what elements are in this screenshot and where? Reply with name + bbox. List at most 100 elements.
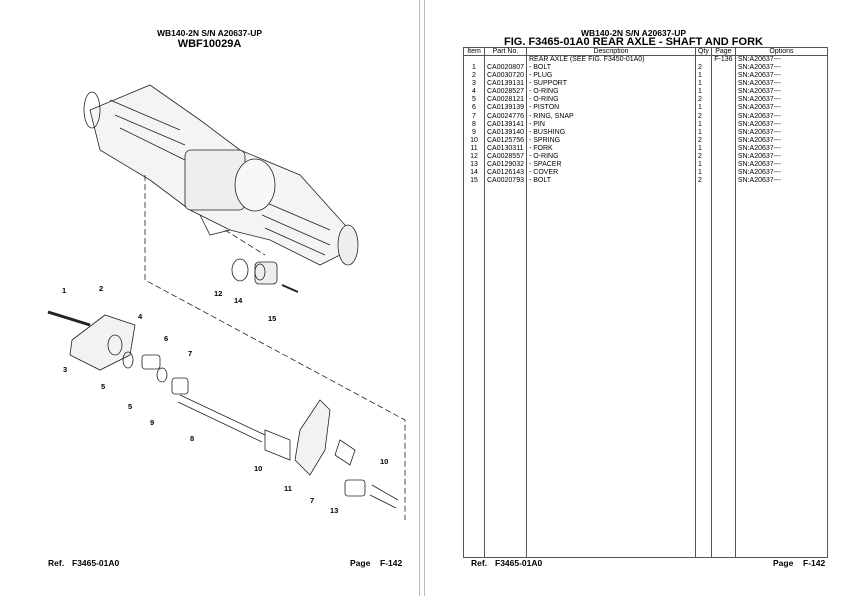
model-header: WB140-2N S/N A20637-UP — [580, 28, 687, 38]
callout-4: 4 — [138, 312, 143, 321]
table-cell: 1 — [694, 80, 712, 89]
ref-label: Ref. — [471, 558, 488, 568]
table-cell — [710, 72, 736, 81]
table-cell: 7 — [463, 112, 485, 121]
empty-cell — [484, 185, 527, 558]
table-cell: CA0129032 — [484, 161, 527, 170]
table-cell — [710, 120, 736, 129]
exploded-parts-drawing — [47, 84, 406, 520]
callout-14: 14 — [234, 296, 243, 305]
page-label: Page — [350, 558, 371, 568]
table-cell: 1 — [694, 161, 712, 170]
table-cell: CA0125756 — [484, 136, 527, 145]
column-header: Options — [734, 47, 829, 56]
table-cell — [710, 177, 736, 186]
page-label: Page — [773, 558, 794, 568]
table-cell — [710, 128, 736, 137]
ref-value: F3465-01A0 — [72, 558, 120, 568]
empty-cell — [694, 185, 712, 558]
column-header: Part No. — [484, 47, 527, 56]
table-filler — [463, 185, 829, 558]
table-cell: - SPRING — [525, 136, 696, 145]
table-cell — [710, 104, 736, 113]
table-cell: - BOLT — [525, 177, 696, 186]
table-cell: 1 — [694, 104, 712, 113]
callout-9: 9 — [150, 418, 155, 427]
diagram-page: WB140-2N S/N A20637-UP WBF10029A — [0, 0, 420, 596]
callout-7b: 7 — [310, 496, 315, 505]
callout-3: 3 — [63, 365, 68, 374]
table-cell: CA0139131 — [484, 80, 527, 89]
table-cell: CA0139140 — [484, 128, 527, 137]
column-header: Description — [525, 47, 696, 56]
table-cell: F-136 — [710, 55, 736, 64]
table-cell: 1 — [694, 88, 712, 97]
table-cell: SN:A20637--- — [734, 104, 829, 113]
page-value: F-142 — [803, 558, 826, 568]
table-cell — [710, 161, 736, 170]
table-cell — [710, 96, 736, 105]
table-cell: CA0020793 — [484, 177, 527, 186]
table-cell: REAR AXLE (SEE FIG. F3450-01A0) — [525, 55, 696, 64]
table-cell: 9 — [463, 128, 485, 137]
callout-6: 6 — [164, 334, 169, 343]
table-cell: SN:A20637--- — [734, 55, 829, 64]
table-cell — [710, 136, 736, 145]
callout-1: 1 — [62, 286, 67, 295]
table-cell: SN:A20637--- — [734, 169, 829, 178]
callout-13: 13 — [330, 506, 339, 515]
callout-12: 12 — [214, 289, 223, 298]
table-cell: 8 — [463, 120, 485, 129]
callout-10: 10 — [254, 464, 263, 473]
table-cell: CA0030720 — [484, 72, 527, 81]
table-cell: 2 — [694, 136, 712, 145]
table-cell: 1 — [694, 120, 712, 129]
table-cell: 14 — [463, 169, 485, 178]
callout-5b: 5 — [128, 402, 133, 411]
table-cell: SN:A20637--- — [734, 80, 829, 89]
callout-5: 5 — [101, 382, 106, 391]
table-cell: CA0139139 — [484, 104, 527, 113]
page-value: F-142 — [380, 558, 403, 568]
column-header: Qty — [694, 47, 712, 56]
table-cell: SN:A20637--- — [734, 128, 829, 137]
table-cell — [694, 55, 712, 64]
table-cell: SN:A20637--- — [734, 64, 829, 73]
table-cell: - RING, SNAP — [525, 112, 696, 121]
table-cell: 2 — [463, 72, 485, 81]
table-cell: 1 — [694, 128, 712, 137]
empty-cell — [463, 185, 485, 558]
table-cell: 1 — [694, 169, 712, 178]
table-cell: SN:A20637--- — [734, 177, 829, 186]
table-cell: CA0130311 — [484, 144, 527, 154]
empty-cell — [710, 185, 736, 558]
model-header: WB140-2N S/N A20637-UP — [156, 28, 263, 38]
ref-value: F3465-01A0 — [495, 558, 543, 568]
table-cell: 13 — [463, 161, 485, 170]
callout-8: 8 — [190, 434, 195, 443]
ref-label: Ref. — [48, 558, 65, 568]
table-cell: CA0028527 — [484, 88, 527, 97]
table-cell: 5 — [463, 96, 485, 105]
axle-housing-drawing — [83, 84, 359, 266]
drawing-id: WBF10029A — [177, 38, 242, 50]
table-cell: 2 — [694, 177, 712, 186]
table-cell: 1 — [463, 64, 485, 73]
table-cell — [710, 153, 736, 162]
table-cell: SN:A20637--- — [734, 72, 829, 81]
table-cell: 2 — [694, 64, 712, 73]
table-cell: - BOLT — [525, 64, 696, 73]
table-cell — [484, 55, 527, 64]
table-cell: SN:A20637--- — [734, 88, 829, 97]
table-cell — [710, 64, 736, 73]
table-cell: 1 — [694, 72, 712, 81]
